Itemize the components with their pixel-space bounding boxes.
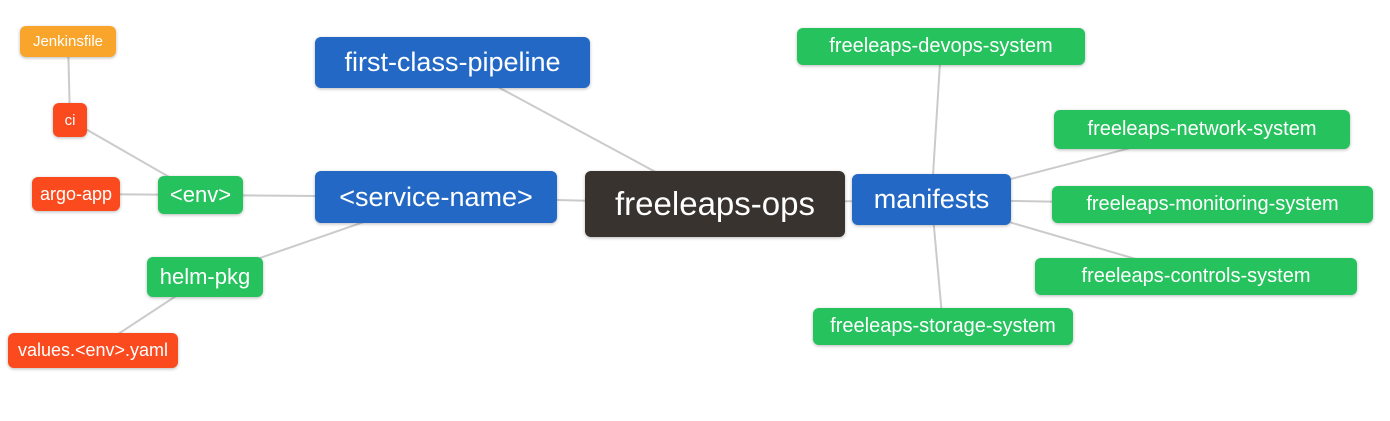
node-freeleaps-ops[interactable]: freeleaps-ops [585,171,845,237]
node-freeleaps-monitoring-system[interactable]: freeleaps-monitoring-system [1052,186,1373,223]
node-jenkinsfile[interactable]: Jenkinsfile [20,26,116,57]
node-argo-app[interactable]: argo-app [32,177,120,211]
node-freeleaps-devops-system[interactable]: freeleaps-devops-system [797,28,1085,65]
node-manifests[interactable]: manifests [852,174,1011,225]
node-helm-pkg[interactable]: helm-pkg [147,257,263,297]
node-values-env-yaml[interactable]: values.<env>.yaml [8,333,178,368]
node-freeleaps-network-system[interactable]: freeleaps-network-system [1054,110,1350,149]
node-freeleaps-controls-system[interactable]: freeleaps-controls-system [1035,258,1357,295]
node-ci[interactable]: ci [53,103,87,137]
node-env[interactable]: <env> [158,176,243,214]
node-first-class-pipeline[interactable]: first-class-pipeline [315,37,590,88]
node-freeleaps-storage-system[interactable]: freeleaps-storage-system [813,308,1073,345]
node-service-name[interactable]: <service-name> [315,171,557,223]
